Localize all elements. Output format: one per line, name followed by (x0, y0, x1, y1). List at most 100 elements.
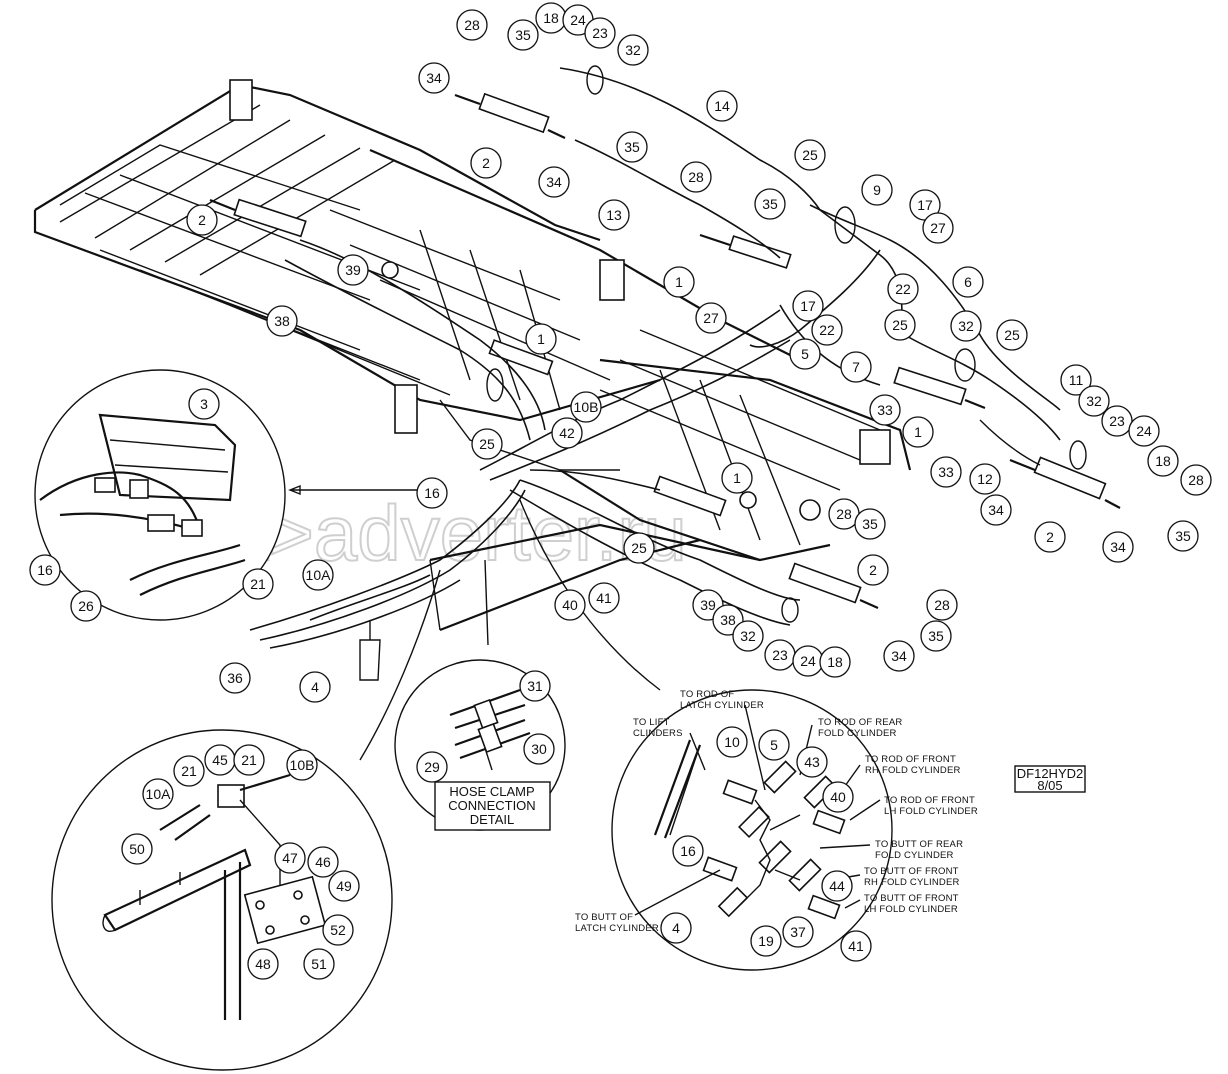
svg-text:21: 21 (241, 752, 257, 768)
svg-text:34: 34 (426, 70, 442, 86)
callout-25: 25 (794, 139, 826, 171)
callout-43: 43 (796, 746, 828, 778)
callout-37: 37 (782, 916, 814, 948)
svg-text:24: 24 (800, 653, 816, 669)
callout-34: 34 (883, 640, 915, 672)
callout-33: 33 (930, 456, 962, 488)
callout-18: 18 (1147, 445, 1179, 477)
svg-text:23: 23 (772, 647, 788, 663)
svg-text:4: 4 (311, 679, 319, 695)
cylinders (209, 92, 1121, 610)
hose-clamp-box (434, 781, 551, 831)
callout-11: 11 (1060, 364, 1092, 396)
callout-3: 3 (188, 388, 220, 420)
callout-5: 5 (758, 729, 790, 761)
svg-text:25: 25 (1004, 327, 1020, 343)
lift-cylinder-right-2 (653, 475, 727, 517)
callout-41: 41 (840, 930, 872, 962)
svg-text:37: 37 (790, 924, 806, 940)
callout-10: 10 (716, 726, 748, 758)
lift-cylinder-right-1 (893, 366, 986, 410)
svg-text:1: 1 (914, 424, 922, 440)
svg-text:34: 34 (891, 648, 907, 664)
svg-text:26: 26 (78, 598, 94, 614)
callout-2: 2 (1034, 521, 1066, 553)
svg-text:48: 48 (255, 956, 271, 972)
callout-17: 17 (909, 189, 941, 221)
callout-5: 5 (789, 338, 821, 370)
callout-23: 23 (764, 639, 796, 671)
callout-35: 35 (1167, 520, 1199, 552)
svg-text:25: 25 (479, 436, 495, 452)
callout-23: 23 (584, 17, 616, 49)
callout-51: 51 (303, 948, 335, 980)
svg-text:38: 38 (274, 313, 290, 329)
svg-text:44: 44 (829, 878, 845, 894)
svg-text:11: 11 (1069, 372, 1084, 388)
callout-32: 32 (950, 310, 982, 342)
drawing-code-line2: 8/05 (1037, 778, 1062, 793)
svg-text:16: 16 (424, 485, 440, 501)
svg-text:22: 22 (895, 281, 911, 297)
svg-text:52: 52 (330, 922, 346, 938)
svg-text:32: 32 (958, 318, 974, 334)
svg-text:33: 33 (877, 402, 893, 418)
svg-text:6: 6 (964, 274, 972, 290)
svg-text:12: 12 (977, 471, 993, 487)
callout-34: 34 (1102, 531, 1134, 563)
callout-18: 18 (819, 646, 851, 678)
svg-text:49: 49 (336, 878, 352, 894)
callout-34: 34 (418, 62, 450, 94)
callout-18: 18 (535, 2, 567, 34)
detail-hose-clamp: HOSE CLAMP CONNECTION DETAIL (394, 659, 566, 831)
drawing-code: DF12HYD2 8/05 (1014, 765, 1086, 793)
svg-text:30: 30 (531, 741, 547, 757)
svg-text:25: 25 (802, 147, 818, 163)
svg-text:10B: 10B (574, 399, 599, 415)
callout-41: 41 (588, 582, 620, 614)
callout-4: 4 (660, 912, 692, 944)
callout-21: 21 (173, 755, 205, 787)
svg-text:41: 41 (596, 590, 612, 606)
callout-2: 2 (186, 204, 218, 236)
fold-cylinder-right-front (788, 562, 879, 610)
svg-text:1: 1 (733, 470, 741, 486)
svg-text:13: 13 (606, 207, 622, 223)
svg-text:10A: 10A (306, 567, 332, 583)
callout-1: 1 (663, 266, 695, 298)
callout-27: 27 (922, 212, 954, 244)
callout-19: 19 (750, 925, 782, 957)
svg-text:28: 28 (464, 17, 480, 33)
callout-32: 32 (1078, 385, 1110, 417)
svg-text:16: 16 (37, 562, 53, 578)
svg-text:23: 23 (592, 25, 608, 41)
svg-text:47: 47 (282, 850, 298, 866)
svg-text:39: 39 (700, 597, 716, 613)
lift-cylinder-center-1 (699, 233, 792, 269)
svg-text:2: 2 (1046, 529, 1054, 545)
callout-48: 48 (247, 948, 279, 980)
callout-12: 12 (969, 463, 1001, 495)
svg-text:42: 42 (559, 425, 575, 441)
svg-text:18: 18 (543, 10, 559, 26)
svg-text:51: 51 (311, 956, 327, 972)
callout-10A: 10A (142, 778, 174, 810)
svg-text:28: 28 (934, 597, 950, 613)
svg-text:1: 1 (537, 331, 545, 347)
detail-fitting (34, 369, 286, 621)
svg-text:9: 9 (873, 182, 881, 198)
callout-45: 45 (204, 744, 236, 776)
callout-25: 25 (996, 319, 1028, 351)
callout-4: 4 (299, 671, 331, 703)
svg-text:36: 36 (227, 670, 243, 686)
svg-text:34: 34 (988, 502, 1004, 518)
callout-21: 21 (233, 744, 265, 776)
svg-text:25: 25 (631, 540, 647, 556)
svg-text:14: 14 (714, 98, 730, 114)
